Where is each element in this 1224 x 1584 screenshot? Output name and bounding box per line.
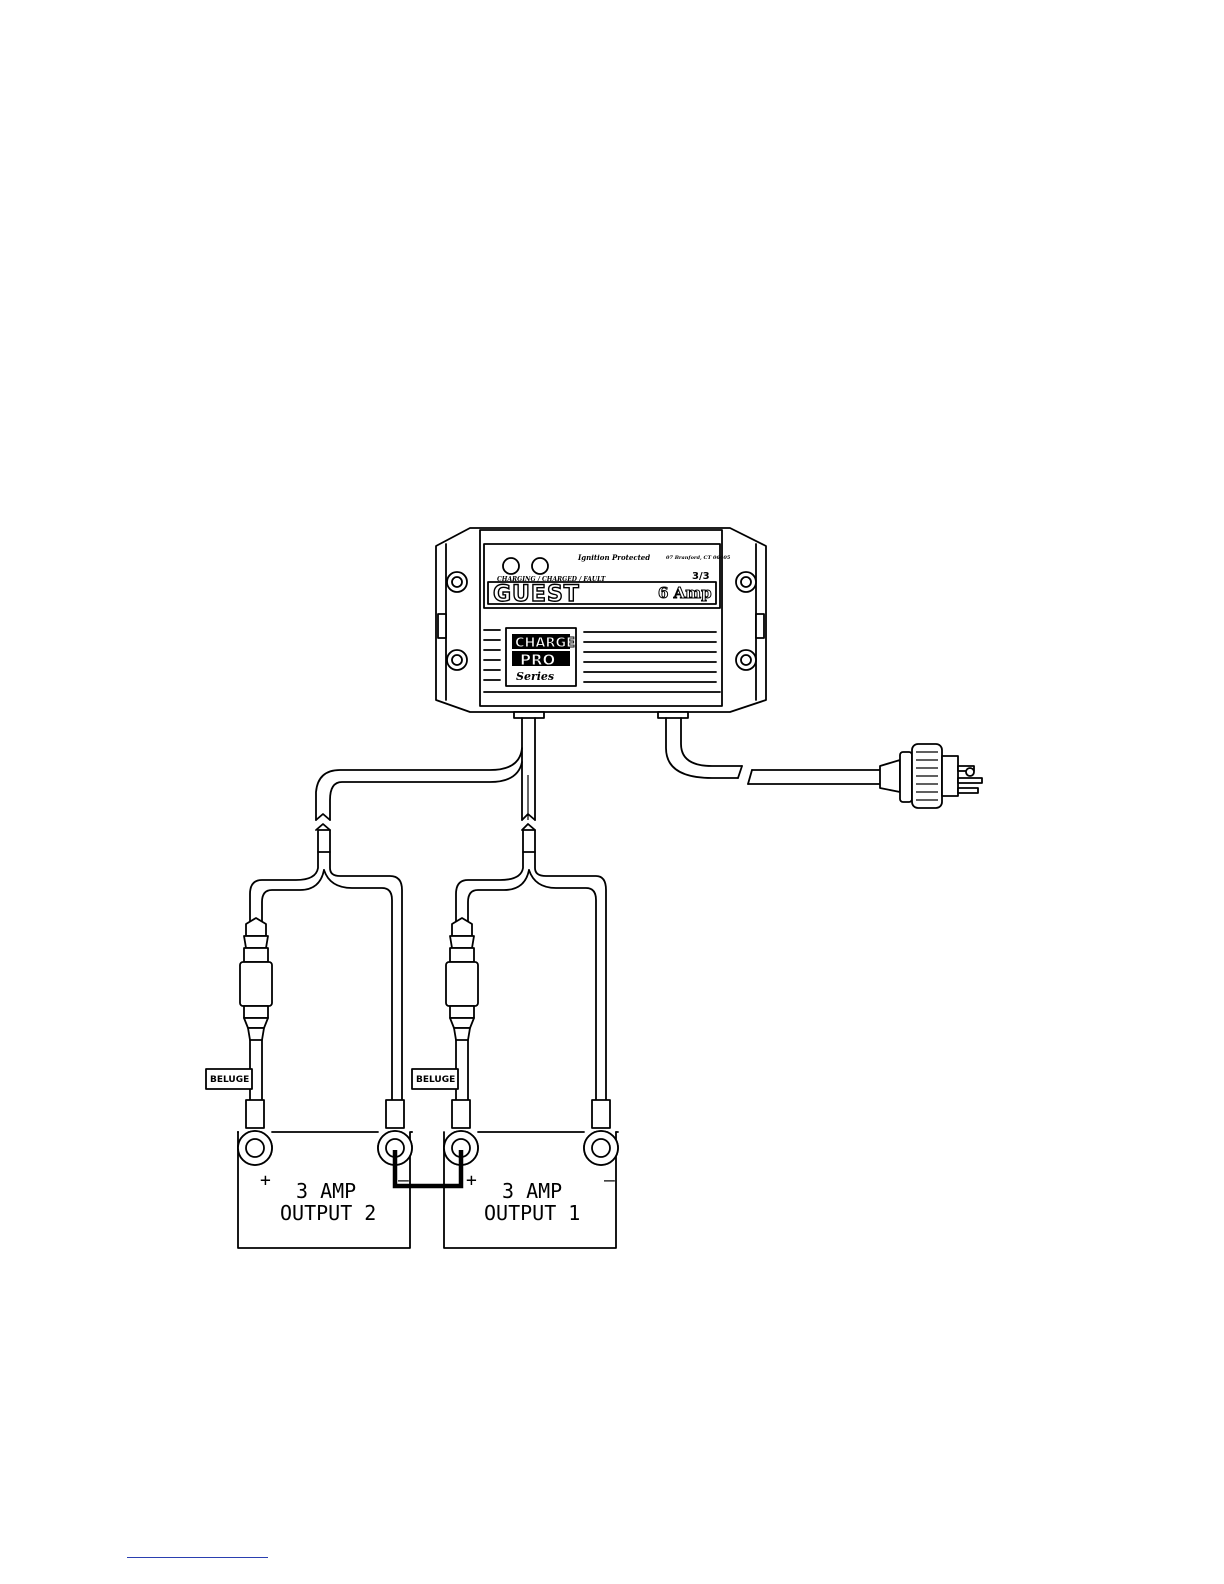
- svg-text:CHARGE: CHARGE: [515, 636, 575, 651]
- fuse-holder-icon: [240, 918, 272, 1040]
- footer-rule: [127, 1557, 268, 1558]
- battery-label-line1: 3 AMP: [296, 1179, 356, 1203]
- dc-output-cable: [316, 718, 535, 820]
- ac-power-cord: [666, 718, 982, 808]
- charger-unit: CHARGING / CHARGED / FAULT Ignition Prot…: [436, 528, 766, 718]
- fuse-tag-text: BELUGE: [210, 1075, 249, 1085]
- fuse-tag-text: BELUGE: [416, 1075, 455, 1085]
- ratio-label: 3/3: [692, 571, 710, 582]
- address-label: 07 Branford, CT 06405: [666, 555, 731, 561]
- wiring-harness-output-1: BELUGE: [412, 824, 618, 1165]
- led-indicator-icon: [503, 558, 519, 574]
- amp-rating: 6 Amp: [658, 584, 712, 602]
- svg-text:Series: Series: [516, 670, 554, 683]
- battery-label-line2: OUTPUT 2: [280, 1201, 376, 1225]
- battery-label-line2: OUTPUT 1: [484, 1201, 580, 1225]
- charge-pro-logo: CHARGE PRO Series: [506, 628, 576, 686]
- led-indicator-icon: [532, 558, 548, 574]
- battery-label-line1: 3 AMP: [502, 1179, 562, 1203]
- wiring-harness-output-2: BELUGE: [206, 824, 412, 1165]
- svg-text:PRO: PRO: [520, 651, 555, 669]
- plug-icon: [880, 744, 982, 808]
- positive-sign: +: [260, 1170, 271, 1191]
- ignition-label: Ignition Protected: [577, 553, 650, 562]
- positive-sign: +: [466, 1170, 477, 1191]
- negative-sign: –: [604, 1170, 615, 1191]
- fuse-holder-icon: [446, 918, 478, 1040]
- brand-name: GUEST: [493, 582, 580, 607]
